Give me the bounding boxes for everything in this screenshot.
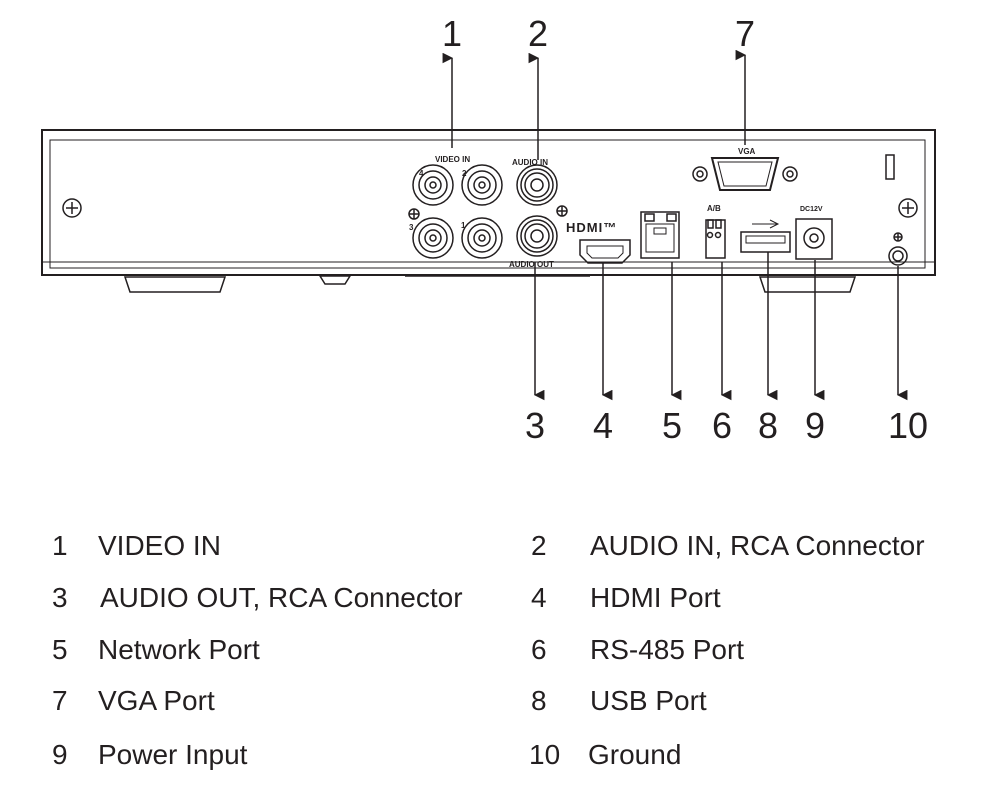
legend-num: 8 [531, 685, 547, 716]
legend-label: HDMI Port [590, 582, 721, 613]
callout-2: 2 [528, 13, 548, 54]
legend-num: 7 [52, 685, 68, 716]
vent-icon [885, 154, 895, 180]
legend-num: 10 [529, 739, 561, 770]
rca-audio-in[interactable] [516, 164, 558, 206]
foot-right [758, 276, 857, 293]
legend-num: 5 [52, 634, 68, 665]
foot-left [123, 276, 227, 293]
bnc-video-in-1[interactable] [461, 217, 503, 259]
bnc-video-in-3[interactable] [412, 217, 454, 259]
ground-terminal-icon [888, 232, 908, 266]
label-dc: DC12V [800, 206, 823, 213]
legend-label: VGA Port [98, 685, 215, 716]
usb-icon [752, 219, 780, 229]
callout-1: 1 [442, 13, 462, 54]
rs485-port[interactable] [705, 219, 726, 259]
hdmi-port[interactable] [579, 239, 631, 264]
callout-8: 8 [758, 405, 778, 446]
hdmi-logo: HDMI™ [566, 220, 617, 235]
screw-right-icon [898, 198, 918, 218]
legend-num: 6 [531, 634, 547, 665]
label-bnc-2: 2 [462, 169, 467, 178]
callout-5: 5 [662, 405, 682, 446]
callout-lines [442, 49, 908, 401]
callout-3: 3 [525, 405, 545, 446]
legend-label: AUDIO OUT, RCA Connector [100, 582, 463, 613]
dc-power-jack[interactable] [795, 218, 833, 260]
legend-label: Ground [588, 739, 682, 770]
rj45-network-port[interactable] [640, 211, 680, 259]
ground-symbol-icon [556, 205, 568, 217]
callout-7: 7 [735, 13, 755, 54]
legend-num: 3 [52, 582, 68, 613]
label-video-in: VIDEO IN [435, 155, 470, 164]
chassis [41, 129, 936, 293]
legend-label: VIDEO IN [98, 530, 221, 561]
legend-num: 4 [531, 582, 547, 613]
legend-label: Network Port [98, 634, 260, 665]
legend-label: RS-485 Port [590, 634, 745, 665]
legend-num: 2 [531, 530, 547, 561]
usb-port[interactable] [740, 231, 791, 253]
legend-label: USB Port [590, 685, 707, 716]
label-rs485: A/B [707, 204, 721, 213]
label-bnc-3: 3 [409, 223, 414, 232]
label-bnc-1: 1 [461, 221, 466, 230]
screw-left-icon [62, 198, 82, 218]
bnc-video-in-2[interactable] [461, 164, 503, 206]
vga-port[interactable] [692, 157, 798, 191]
bnc-video-in-4[interactable] [412, 164, 454, 206]
label-vga: VGA [738, 147, 756, 156]
legend-num: 9 [52, 739, 68, 770]
legend-label: AUDIO IN, RCA Connector [590, 530, 925, 561]
legend-label: Power Input [98, 739, 248, 770]
rca-audio-out[interactable] [516, 215, 558, 257]
ground-symbol-icon [408, 208, 420, 220]
callout-6: 6 [712, 405, 732, 446]
callout-10: 10 [888, 405, 928, 446]
label-audio-in: AUDIO IN [512, 158, 548, 167]
callout-4: 4 [593, 405, 613, 446]
label-audio-out: AUDIO OUT [509, 260, 554, 269]
legend-num: 1 [52, 530, 68, 561]
label-bnc-4: 4 [419, 169, 424, 178]
callout-9: 9 [805, 405, 825, 446]
